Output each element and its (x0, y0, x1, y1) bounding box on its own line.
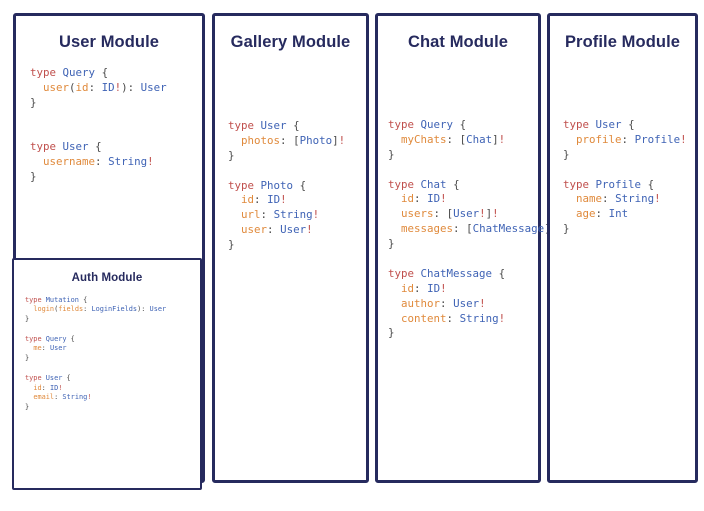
module-title-profile: Profile Module (564, 33, 681, 51)
module-panel-chat: Chat Module type Query { myChats: [Chat]… (375, 13, 557, 483)
schema-code-chat: type Query { myChats: [Chat]! } type Cha… (388, 118, 557, 340)
module-title-chat: Chat Module (407, 33, 509, 51)
schema-code-profile: type User { profile: Profile! } type Pro… (563, 118, 687, 236)
module-panel-user: User Module type Query { user(id: ID!): … (12, 13, 205, 490)
schema-code-gallery: type User { photos: [Photo]! } type Phot… (228, 119, 346, 252)
schema-code-user: type Query { user(id: ID!): User } type … (30, 66, 167, 184)
module-panel-profile: Profile Module type User { profile: Prof… (547, 13, 698, 483)
module-panel-auth: Auth Module type Mutation { login(fields… (12, 258, 202, 490)
schema-code-auth: type Mutation { login(fields: LoginField… (25, 295, 167, 412)
module-title-gallery: Gallery Module (230, 33, 351, 51)
module-panel-gallery: Gallery Module type User { photos: [Phot… (212, 13, 369, 483)
module-title-user: User Module (58, 33, 160, 51)
module-title-auth: Auth Module (71, 272, 143, 284)
